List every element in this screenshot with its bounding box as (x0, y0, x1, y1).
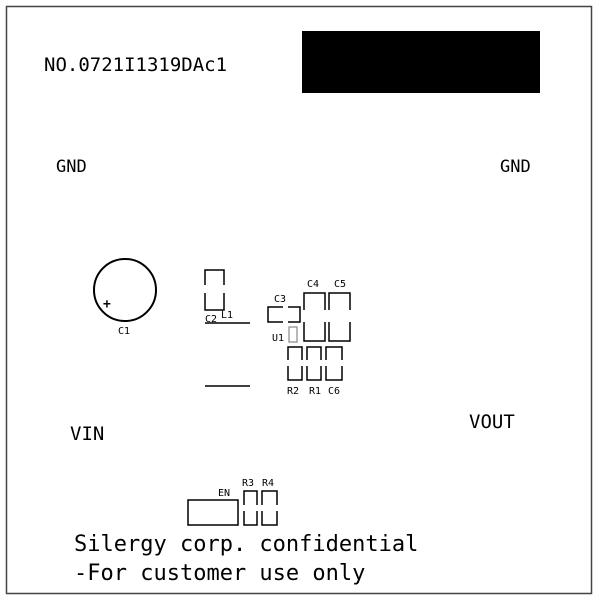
r4-label: R4 (262, 478, 274, 489)
capacitor-c1: + C1 (93, 258, 157, 337)
gnd-right-label: GND (500, 157, 531, 177)
ic-u1 (288, 326, 298, 343)
gnd-left-label: GND (56, 157, 87, 177)
c5-label: C5 (334, 279, 346, 290)
r3-label: R3 (242, 478, 254, 489)
en-label: EN (218, 488, 230, 499)
c2-label: C2 (205, 314, 217, 325)
capacitor-c6 (325, 346, 343, 381)
board-outline (5, 5, 593, 595)
c1-polarity-icon: + (103, 297, 111, 312)
c1-label: C1 (118, 326, 130, 337)
resistor-r3 (243, 490, 258, 526)
capacitor-c3 (267, 306, 301, 323)
u1-label: U1 (272, 333, 284, 344)
serial-number: NO.0721I1319DAc1 (44, 54, 227, 76)
r2-label: R2 (287, 386, 299, 397)
resistor-r4 (261, 490, 278, 526)
redaction-block (302, 31, 540, 93)
capacitor-c2 (204, 269, 225, 311)
c4-label: C4 (307, 279, 319, 290)
c3-label: C3 (274, 294, 286, 305)
capacitor-c5 (328, 292, 351, 342)
vin-label: VIN (70, 423, 104, 445)
capacitor-c4 (303, 292, 326, 342)
vout-label: VOUT (469, 411, 515, 433)
resistor-r2 (287, 346, 303, 381)
en-connector (187, 499, 239, 526)
resistor-r1 (306, 346, 322, 381)
r1-label: R1 (309, 386, 321, 397)
l1-label: L1 (221, 310, 233, 321)
confidential-line-1: Silergy corp. confidential (74, 532, 418, 557)
c6-label: C6 (328, 386, 340, 397)
confidential-line-2: -For customer use only (74, 561, 365, 586)
